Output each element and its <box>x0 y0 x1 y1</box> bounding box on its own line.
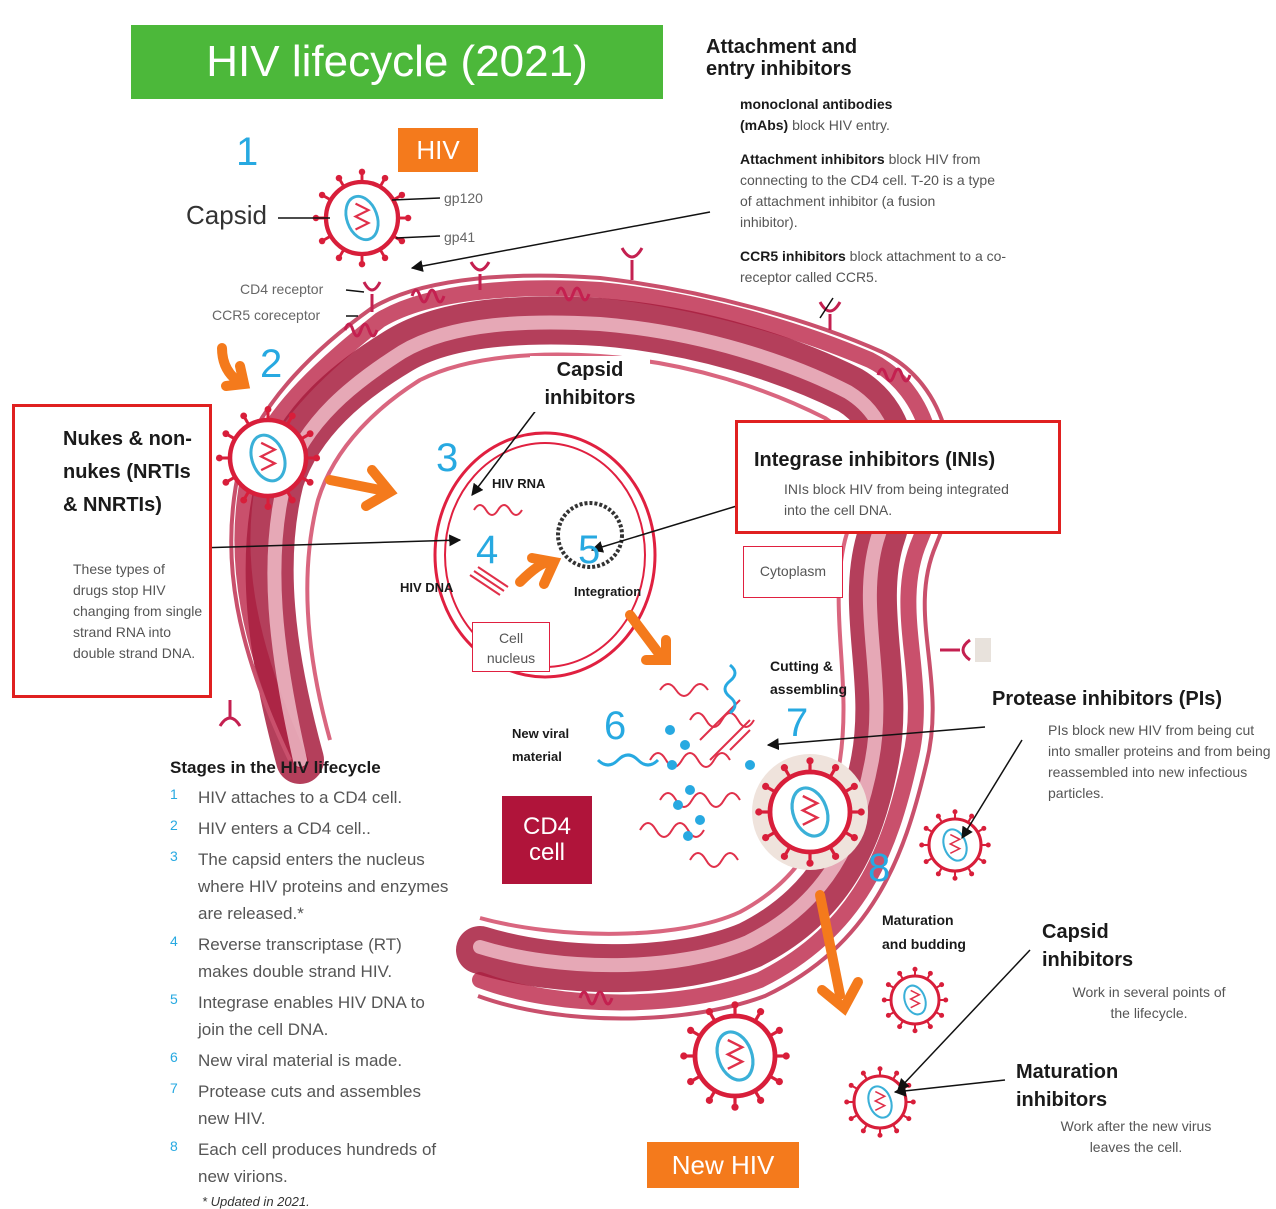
cell-nucleus-label: Cell nucleus <box>472 622 550 672</box>
virion-entering <box>215 405 321 511</box>
integrase-box: Integrase inhibitors (INIs) INIs block H… <box>735 420 1061 534</box>
pointer-arrows <box>197 197 1031 1097</box>
stage-text: The capsid enters the nucleus where HIV … <box>198 850 449 923</box>
step-number-5: 5 <box>578 528 601 572</box>
attachment-inhibitors-text: Attachment inhibitors block HIV from con… <box>740 151 995 230</box>
cd4-cell-label: CD4 cell <box>522 813 571 866</box>
stage-number: 5 <box>170 991 178 1007</box>
stage-text: Protease cuts and assembles new HIV. <box>198 1082 422 1128</box>
stage-number: 4 <box>170 933 178 949</box>
gp120-label: gp120 <box>444 190 483 206</box>
stage-item: 7 Protease cuts and assembles new HIV. <box>170 1078 470 1132</box>
stage-number: 2 <box>170 817 178 833</box>
maturation-inhibitors-text: Work after the new virus leaves the cell… <box>1060 1118 1212 1155</box>
cell-membrane-inner-line <box>305 352 857 936</box>
stages-heading: Stages in the HIV lifecycle <box>170 758 381 777</box>
capsid-inhibitors-bottom: Capsid inhibitors <box>1042 921 1134 971</box>
ccr5-coreceptor-label: CCR5 coreceptor <box>212 307 321 323</box>
nukes-text: These types of drugs stop HIV changing f… <box>73 561 203 661</box>
step-number-7: 7 <box>786 701 809 745</box>
stage-item: 2 HIV enters a CD4 cell.. <box>170 815 470 842</box>
virion-new-1 <box>919 809 991 881</box>
protease-heading: Protease inhibitors (PIs) <box>992 688 1223 710</box>
stage-text: New viral material is made. <box>198 1051 403 1070</box>
stage-item: 3 The capsid enters the nucleus where HIV… <box>170 846 470 927</box>
stage-number: 1 <box>170 786 178 802</box>
step-number-4: 4 <box>476 528 499 572</box>
step-number-1: 1 <box>236 130 259 174</box>
stage-text: HIV attaches to a CD4 cell. <box>198 788 403 807</box>
gp41-label: gp41 <box>444 229 476 245</box>
step-number-2: 2 <box>260 342 283 386</box>
mabs-text: monoclonal antibodies (mAbs) block HIV e… <box>740 96 893 133</box>
stage-text: HIV enters a CD4 cell.. <box>198 819 371 838</box>
stages-panel: Stages in the HIV lifecycle 1 HIV attache… <box>170 758 470 1209</box>
maturation-budding-label: Maturation and budding <box>882 912 966 952</box>
stage-item: 1 HIV attaches to a CD4 cell. <box>170 784 470 811</box>
stage-text: Integrase enables HIV DNA to join the ce… <box>198 993 425 1039</box>
stage-number: 3 <box>170 848 178 864</box>
cd4-receptor-label: CD4 receptor <box>240 281 324 297</box>
new-viral-material-label: New viral material <box>512 726 570 764</box>
orange-arrows <box>217 343 863 1016</box>
step-number-8: 8 <box>868 846 891 890</box>
ccr5-inhibitors-text: CCR5 inhibitors block attachment to a co… <box>740 248 1007 285</box>
nukes-box: Nukes & non-nukes (NRTIs & NNRTIs) These… <box>12 404 212 698</box>
nukes-heading: Nukes & non-nukes (NRTIs & NNRTIs) <box>63 428 192 516</box>
page-title: HIV lifecycle (2021) <box>131 25 663 99</box>
stages-footnote: * Updated in 2021. <box>202 1194 310 1209</box>
capsid-label: Capsid <box>186 200 267 230</box>
virion-attaching <box>312 168 412 268</box>
stage-item: 5 Integrase enables HIV DNA to join the c… <box>170 989 470 1043</box>
capsid-inhibitors-bottom-text: Work in several points of the lifecycle. <box>1072 984 1226 1021</box>
step-number-3: 3 <box>436 436 459 480</box>
new-hiv-tag: New HIV <box>647 1142 799 1188</box>
receptors <box>218 247 991 1006</box>
capsid-inhibitors-top: Capsid inhibitors <box>530 356 650 412</box>
stage-item: 8 Each cell produces hundreds of new viri… <box>170 1136 470 1190</box>
viral-material-dots <box>665 725 755 841</box>
stage-text: Reverse transcriptase (RT) makes double … <box>198 935 402 981</box>
stage-number: 7 <box>170 1080 178 1096</box>
stages-list: 1 HIV attaches to a CD4 cell. 2 HIV enters … <box>170 784 470 1190</box>
hiv-dna-label: HIV DNA <box>400 580 454 595</box>
protease-text: PIs block new HIV from being cut into sm… <box>1048 722 1271 801</box>
stage-item: 4 Reverse transcriptase (RT) makes double… <box>170 931 470 985</box>
cytoplasm-label: Cytoplasm <box>743 546 843 598</box>
stage-text: Each cell produces hundreds of new virio… <box>198 1140 437 1186</box>
hiv-tag: HIV <box>398 128 478 172</box>
virion-new-4 <box>844 1066 916 1138</box>
cell-nucleus-shape <box>433 431 657 679</box>
hiv-rna-label: HIV RNA <box>492 476 546 491</box>
stage-number: 8 <box>170 1138 178 1154</box>
cell-dna-icon <box>556 501 624 569</box>
stage-number: 6 <box>170 1049 178 1065</box>
attachment-heading: Attachment and entry inhibitors <box>706 36 858 80</box>
virion-new-2 <box>881 966 949 1034</box>
cd4-cell-box <box>502 796 592 884</box>
virion-new-3 <box>680 1001 790 1111</box>
integrase-heading: Integrase inhibitors (INIs) <box>754 449 996 471</box>
stage-item: 6 New viral material is made. <box>170 1047 470 1074</box>
integration-label: Integration <box>574 584 642 599</box>
integrase-text: INIs block HIV from being integrated int… <box>784 481 1009 518</box>
step-number-6: 6 <box>604 704 627 748</box>
maturation-inhibitors-heading: Maturation inhibitors <box>1016 1061 1119 1111</box>
virion-budding <box>755 757 865 867</box>
cutting-assembling-label: Cutting & assembling <box>770 658 848 697</box>
